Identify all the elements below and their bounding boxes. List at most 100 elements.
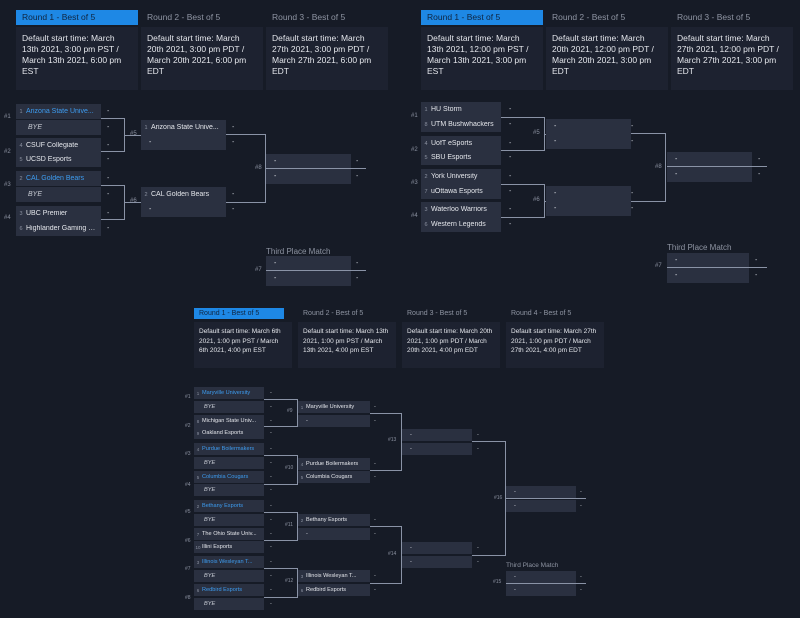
team-slot[interactable]: - bbox=[402, 542, 472, 554]
team-slot[interactable]: - bbox=[546, 186, 631, 201]
seed-number: 6 bbox=[19, 225, 23, 232]
team-slot[interactable]: BYE bbox=[194, 457, 264, 469]
team-slot[interactable]: - bbox=[266, 256, 351, 271]
team-slot[interactable]: BYE bbox=[194, 598, 264, 610]
team-name: UBC Premier bbox=[26, 210, 68, 217]
team-slot[interactable]: - bbox=[298, 415, 370, 427]
team-slot[interactable]: - bbox=[141, 135, 226, 150]
team-slot[interactable]: BYE bbox=[194, 484, 264, 496]
team-slot[interactable]: - bbox=[667, 268, 749, 283]
team-slot[interactable]: - bbox=[667, 167, 752, 182]
team-name: UCSD Esports bbox=[26, 156, 72, 163]
tab-round-1[interactable]: Round 1 - Best of 5 bbox=[421, 10, 543, 25]
seed-number: 7 bbox=[424, 188, 428, 195]
connector-line bbox=[501, 150, 545, 151]
team-slot[interactable]: - bbox=[266, 271, 351, 286]
tab-round-2[interactable]: Round 2 - Best of 5 bbox=[552, 12, 626, 22]
match-id: #3 bbox=[4, 182, 11, 188]
tab-round-1[interactable]: Round 1 - Best of 5 bbox=[194, 308, 284, 319]
tab-round-3[interactable]: Round 3 - Best of 5 bbox=[407, 310, 468, 317]
connector-line bbox=[101, 185, 125, 186]
team-slot[interactable]: - bbox=[506, 584, 576, 596]
tab-round-3[interactable]: Round 3 - Best of 5 bbox=[272, 12, 346, 22]
seed-number: 2 bbox=[300, 517, 304, 523]
tab-round-1[interactable]: Round 1 - Best of 5 bbox=[16, 10, 138, 25]
team-name: - bbox=[675, 171, 678, 178]
tab-round-2[interactable]: Round 2 - Best of 5 bbox=[147, 12, 221, 22]
team-name: - bbox=[675, 272, 678, 279]
team-slot[interactable]: - bbox=[667, 152, 752, 167]
score: - bbox=[580, 503, 582, 509]
match-id: #16 bbox=[494, 495, 503, 501]
team-slot[interactable]: BYE bbox=[16, 120, 101, 135]
team-slot[interactable]: - bbox=[546, 119, 631, 134]
team-slot[interactable]: - bbox=[546, 134, 631, 149]
score: - bbox=[270, 446, 272, 452]
team-slot[interactable]: - bbox=[266, 169, 351, 184]
team-slot[interactable]: BYE bbox=[194, 570, 264, 582]
team-slot[interactable]: - bbox=[402, 556, 472, 568]
score: - bbox=[270, 418, 272, 424]
score: - bbox=[270, 487, 272, 493]
connector-line bbox=[264, 455, 298, 456]
tab-round-3[interactable]: Round 3 - Best of 5 bbox=[677, 12, 751, 22]
team-slot[interactable]: - bbox=[667, 253, 749, 268]
tab-round-4[interactable]: Round 4 - Best of 5 bbox=[511, 310, 572, 317]
team-slot[interactable]: - bbox=[402, 443, 472, 455]
team-slot[interactable]: - bbox=[546, 201, 631, 216]
seed-number: 4 bbox=[424, 140, 428, 147]
team-slot[interactable]: - bbox=[298, 528, 370, 540]
connector-line bbox=[297, 568, 298, 598]
round-start-time: Default start time: March 13th 2021, 12:… bbox=[421, 27, 543, 90]
score: - bbox=[509, 140, 512, 147]
team-slot[interactable]: - bbox=[506, 486, 576, 498]
team-slot[interactable]: - bbox=[506, 500, 576, 512]
score: - bbox=[580, 574, 582, 580]
team-slot[interactable]: BYE bbox=[194, 401, 264, 413]
team-slot[interactable]: - bbox=[402, 429, 472, 441]
match-id: #10 bbox=[285, 465, 294, 471]
team-slot[interactable]: - bbox=[266, 154, 351, 169]
team-slot[interactable]: BYE bbox=[16, 187, 101, 202]
seed-number: 5 bbox=[19, 156, 23, 163]
team-slot[interactable]: BYE bbox=[194, 514, 264, 526]
team-name: - bbox=[675, 257, 678, 264]
team-slot[interactable]: - bbox=[506, 571, 576, 583]
team-slot[interactable]: - bbox=[141, 202, 226, 217]
match-id: #7 bbox=[185, 566, 191, 572]
tab-round-2[interactable]: Round 2 - Best of 5 bbox=[303, 310, 364, 317]
